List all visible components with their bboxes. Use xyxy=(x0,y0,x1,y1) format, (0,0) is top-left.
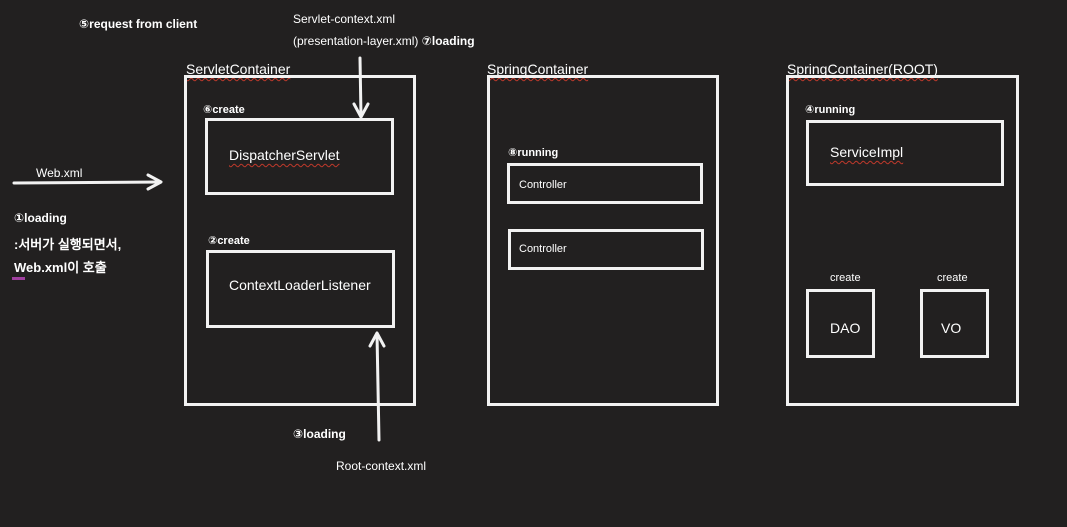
servlet-context-arrow xyxy=(352,56,370,119)
spring-container-box xyxy=(487,75,719,406)
root-loading-step-label: ③loading xyxy=(293,427,346,441)
web-xml-label: Web.xml xyxy=(36,166,83,180)
root-running-label: ④running xyxy=(805,104,856,116)
controller-label-1: Controller xyxy=(519,179,567,191)
presentation-layer-text: (presentation-layer.xml) xyxy=(293,34,419,48)
vo-box xyxy=(920,289,989,358)
controller-box-2 xyxy=(508,229,704,270)
context-loader-listener-label: ContextLoaderListener xyxy=(229,277,371,293)
server-start-desc: :서버가 실행되면서, xyxy=(14,237,122,252)
root-context-arrow xyxy=(368,331,386,442)
spring-container-title: SpringContainer xyxy=(487,61,589,77)
controller-box-1 xyxy=(507,163,703,204)
dao-label: DAO xyxy=(830,320,861,336)
servlet-context-file-label: Servlet-context.xml xyxy=(293,12,396,26)
service-impl-label: ServiceImpl xyxy=(830,144,904,160)
presentation-layer-label: (presentation-layer.xml) ⑦loading xyxy=(293,34,475,48)
web-xml-call-desc: Web.xml이 호출 xyxy=(14,260,107,275)
web-xml-arrow xyxy=(12,173,163,191)
loading-step-label: ①loading xyxy=(14,211,67,225)
spring-running-label: ⑧running xyxy=(508,147,559,159)
root-container-box xyxy=(786,75,1019,406)
servlet-container-title: ServletContainer xyxy=(186,61,291,77)
servlet-context-loading-step: ⑦loading xyxy=(421,34,475,48)
root-context-file-label: Root-context.xml xyxy=(336,459,427,473)
request-label: ⑤request from client xyxy=(79,17,198,31)
dispatcher-servlet-label: DispatcherServlet xyxy=(229,147,340,163)
vo-label: VO xyxy=(941,320,962,336)
create-listener-label: ②create xyxy=(208,235,250,247)
create-vo-label: create xyxy=(937,272,968,284)
service-impl-box xyxy=(806,120,1004,186)
servlet-container-box xyxy=(184,75,416,406)
create-dispatcher-label: ⑥create xyxy=(203,104,245,116)
dispatcher-servlet-box xyxy=(205,118,394,195)
root-container-title: SpringContainer(ROOT) xyxy=(787,61,938,77)
controller-label-2: Controller xyxy=(519,243,567,255)
purple-mark xyxy=(12,277,25,280)
context-loader-listener-box xyxy=(206,250,395,328)
dao-box xyxy=(806,289,875,358)
create-dao-label: create xyxy=(830,272,861,284)
